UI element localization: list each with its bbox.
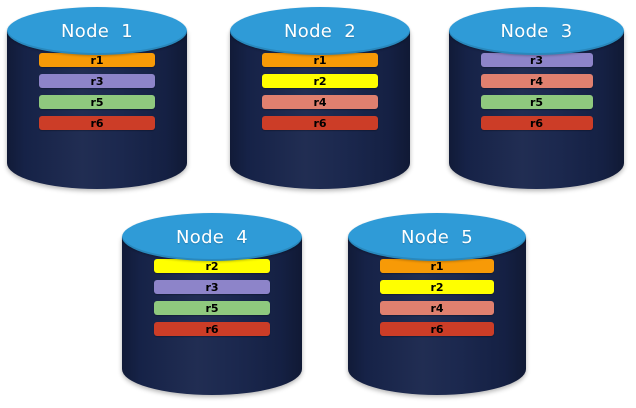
node-cylinder-top [122, 213, 302, 261]
node-label: Node 5 [401, 226, 473, 248]
replica-bar-r2[interactable]: r2 [154, 259, 270, 273]
database-node-5[interactable]: r1 r2 r4 r6 Node 5 [348, 213, 526, 395]
replica-list: r2 r3 r5 r6 [122, 259, 302, 336]
database-node-3[interactable]: r3 r4 r5 r6 Node 3 [449, 7, 624, 189]
replica-bar-r1[interactable]: r1 [262, 53, 378, 67]
replica-bar-r2[interactable]: r2 [262, 74, 378, 88]
replica-bar-r3[interactable]: r3 [39, 74, 155, 88]
replica-bar-r2[interactable]: r2 [380, 280, 494, 294]
replica-bar-r6[interactable]: r6 [262, 116, 378, 130]
replica-bar-r1[interactable]: r1 [380, 259, 494, 273]
node-label: Node 2 [284, 20, 356, 42]
replica-bar-r4[interactable]: r4 [262, 95, 378, 109]
replica-bar-r1[interactable]: r1 [39, 53, 155, 67]
replica-list: r1 r3 r5 r6 [7, 53, 187, 130]
replica-bar-r4[interactable]: r4 [480, 74, 593, 88]
node-label: Node 1 [61, 20, 133, 42]
node-label: Node 3 [500, 20, 573, 42]
node-cylinder-top [230, 7, 410, 55]
node-label: Node 4 [176, 226, 248, 248]
replica-bar-r6[interactable]: r6 [154, 322, 270, 336]
replica-bar-r6[interactable]: r6 [480, 116, 593, 130]
replica-bar-r5[interactable]: r5 [39, 95, 155, 109]
replica-bar-r4[interactable]: r4 [380, 301, 494, 315]
replica-bar-r6[interactable]: r6 [39, 116, 155, 130]
database-node-1[interactable]: r1 r3 r5 r6 Node 1 [7, 7, 187, 189]
node-cylinder-top [348, 213, 526, 261]
replica-list: r1 r2 r4 r6 [230, 53, 410, 130]
node-cylinder-top [449, 7, 624, 55]
replica-bar-r3[interactable]: r3 [154, 280, 270, 294]
node-cylinder-top [7, 7, 187, 55]
replica-bar-r5[interactable]: r5 [154, 301, 270, 315]
replica-list: r3 r4 r5 r6 [449, 53, 624, 130]
replica-list: r1 r2 r4 r6 [348, 259, 526, 336]
replica-bar-r3[interactable]: r3 [480, 53, 593, 67]
database-node-2[interactable]: r1 r2 r4 r6 Node 2 [230, 7, 410, 189]
replica-bar-r5[interactable]: r5 [480, 95, 593, 109]
replica-bar-r6[interactable]: r6 [380, 322, 494, 336]
database-node-4[interactable]: r2 r3 r5 r6 Node 4 [122, 213, 302, 395]
